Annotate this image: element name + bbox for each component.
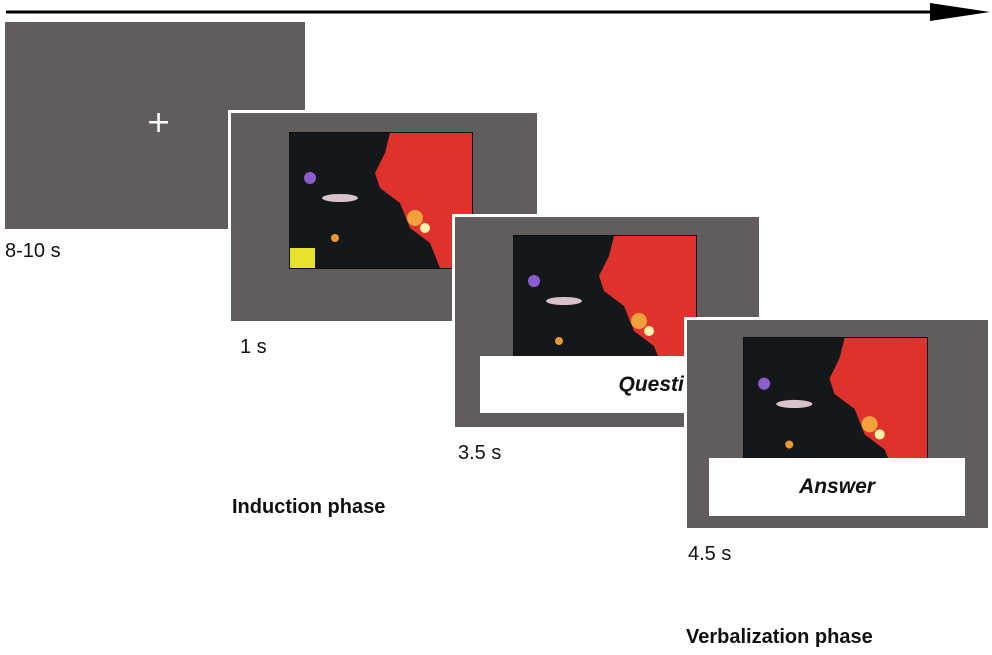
answer-box: Answer (709, 458, 965, 516)
answer-duration: 4.5 s (688, 543, 732, 565)
stimulus-duration: 1 s (240, 336, 267, 358)
verbalization-phase-label: Verbalization phase (686, 626, 873, 648)
fixation-duration: 8-10 s (5, 240, 61, 262)
stimulus-image (513, 235, 697, 372)
question-duration: 3.5 s (458, 442, 502, 464)
arrow-right-icon (930, 3, 990, 21)
stimulus-screen (228, 110, 540, 324)
induction-phase-label: Induction phase (232, 496, 386, 518)
stimulus-image (743, 337, 928, 476)
answer-screen: Answer (684, 317, 991, 531)
stimulus-image (289, 132, 473, 269)
fixation-cross: + (146, 105, 172, 140)
timeline-arrow (6, 3, 990, 21)
answer-label: Answer (799, 475, 875, 498)
